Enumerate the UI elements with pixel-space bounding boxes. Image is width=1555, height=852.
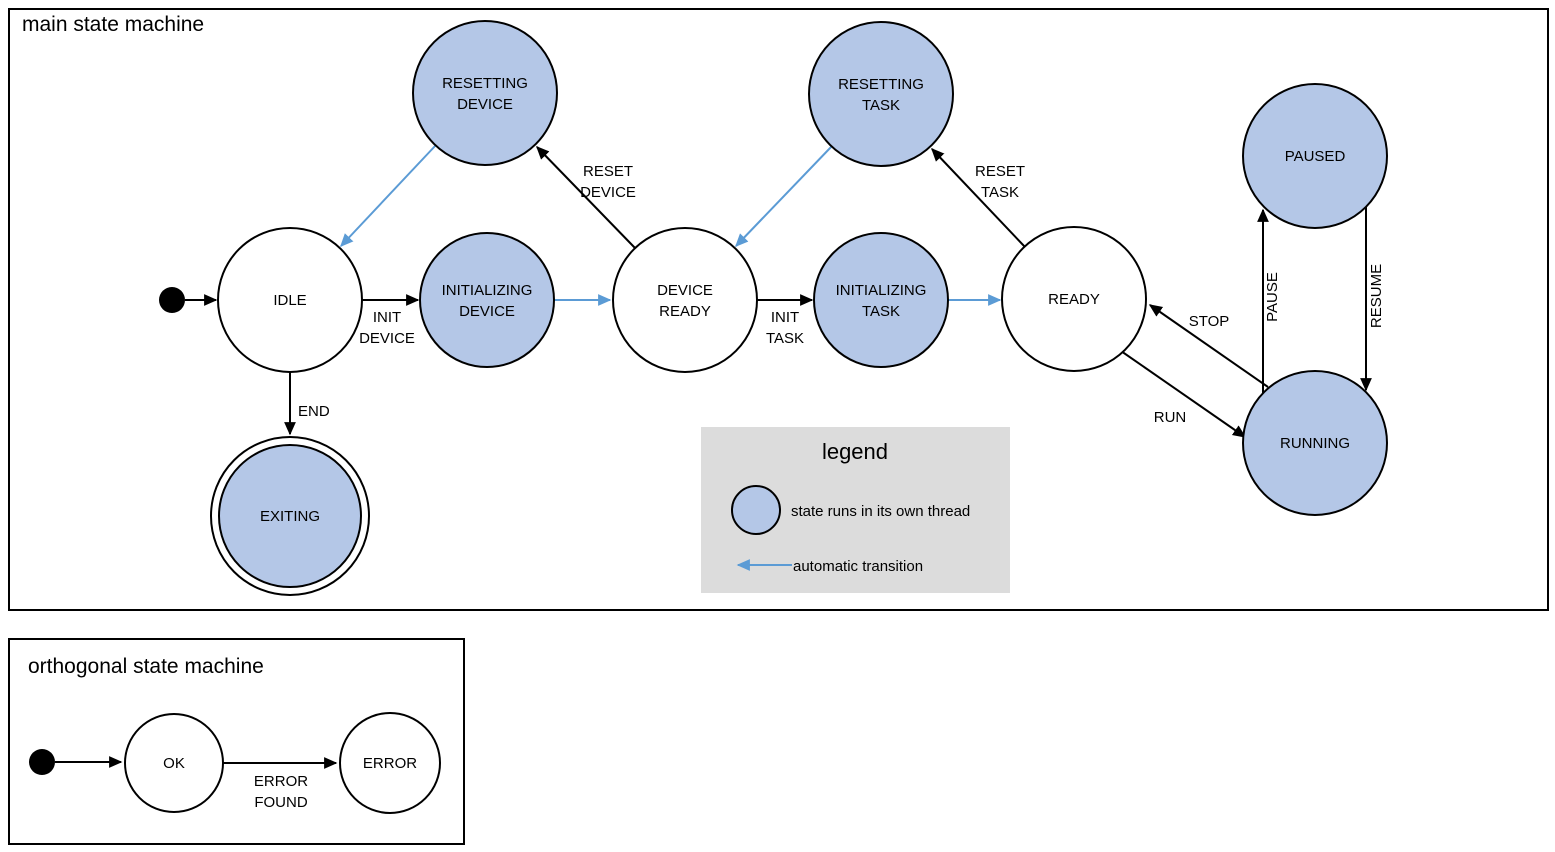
state-resetting-device-label-line1: RESETTING [442,75,528,92]
state-exiting-label: EXITING [260,508,320,525]
transition-reset-device-label-line1: RESET [583,163,633,180]
state-device-ready-label-line1: DEVICE [657,282,713,299]
transition-auto-resetting-task-to-device-ready [735,145,833,248]
state-resetting-task-label-line1: RESETTING [838,76,924,93]
transition-reset-task [931,147,1026,248]
state-running [1242,370,1388,516]
state-initializing-device-label-line1: INITIALIZING [442,282,533,299]
transition-reset-device [536,145,636,249]
state-idle-label: IDLE [273,292,306,309]
state-ok [124,713,224,813]
state-paused [1242,83,1388,229]
state-error-label: ERROR [363,755,417,772]
transition-auto-resetting-device-to-idle [340,144,437,248]
state-ok-label: OK [163,755,185,772]
state-initializing-task-label-line2: TASK [862,303,900,320]
state-exiting [218,444,362,588]
transition-reset-task-label-line1: RESET [975,163,1025,180]
state-initializing-device-label-line2: DEVICE [459,303,515,320]
state-paused-label: PAUSED [1285,148,1346,165]
legend-thread-state-label: state runs in its own thread [791,503,970,520]
main-panel-title: main state machine [22,13,204,36]
state-initializing-task [813,232,949,368]
legend-thread-state-icon [731,485,781,535]
transition-stop-label: STOP [1189,313,1230,330]
state-idle [217,227,363,373]
transition-run [1120,350,1247,438]
orthogonal-initial-state-dot [29,749,55,775]
transition-stop [1148,304,1269,388]
transition-init-device-label-line1: INIT [373,309,401,326]
orthogonal-panel-title: orthogonal state machine [28,655,264,678]
transition-error-found-label-line2: FOUND [254,794,307,811]
transition-error-found-label-line1: ERROR [254,773,308,790]
state-initializing-task-label-line1: INITIALIZING [836,282,927,299]
transition-end-label: END [298,403,330,420]
transition-init-device-label-line2: DEVICE [359,330,415,347]
state-resetting-device-label-line2: DEVICE [457,96,513,113]
state-resetting-task-label-line2: TASK [862,97,900,114]
state-resetting-task [808,21,954,167]
transition-run-label: RUN [1154,409,1187,426]
legend-title: legend [822,439,888,464]
initial-state-dot [159,287,185,313]
state-resetting-device [412,20,558,166]
transition-reset-device-label-line2: DEVICE [580,184,636,201]
main-state-machine-panel [8,8,1549,611]
state-running-label: RUNNING [1280,435,1350,452]
state-device-ready-label-line2: READY [659,303,711,320]
transition-init-task-label-line2: TASK [766,330,804,347]
transition-init-task-label-line1: INIT [771,309,799,326]
state-ready-label: READY [1048,291,1100,308]
state-initializing-device [419,232,555,368]
transition-reset-task-label-line2: TASK [981,184,1019,201]
legend-auto-transition-label: automatic transition [793,558,923,575]
transition-resume-label: RESUME [1368,264,1385,328]
orthogonal-state-machine-panel [8,638,465,845]
state-device-ready [612,227,758,373]
transition-pause-label: PAUSE [1264,272,1281,322]
state-error [339,712,441,814]
state-ready [1001,226,1147,372]
